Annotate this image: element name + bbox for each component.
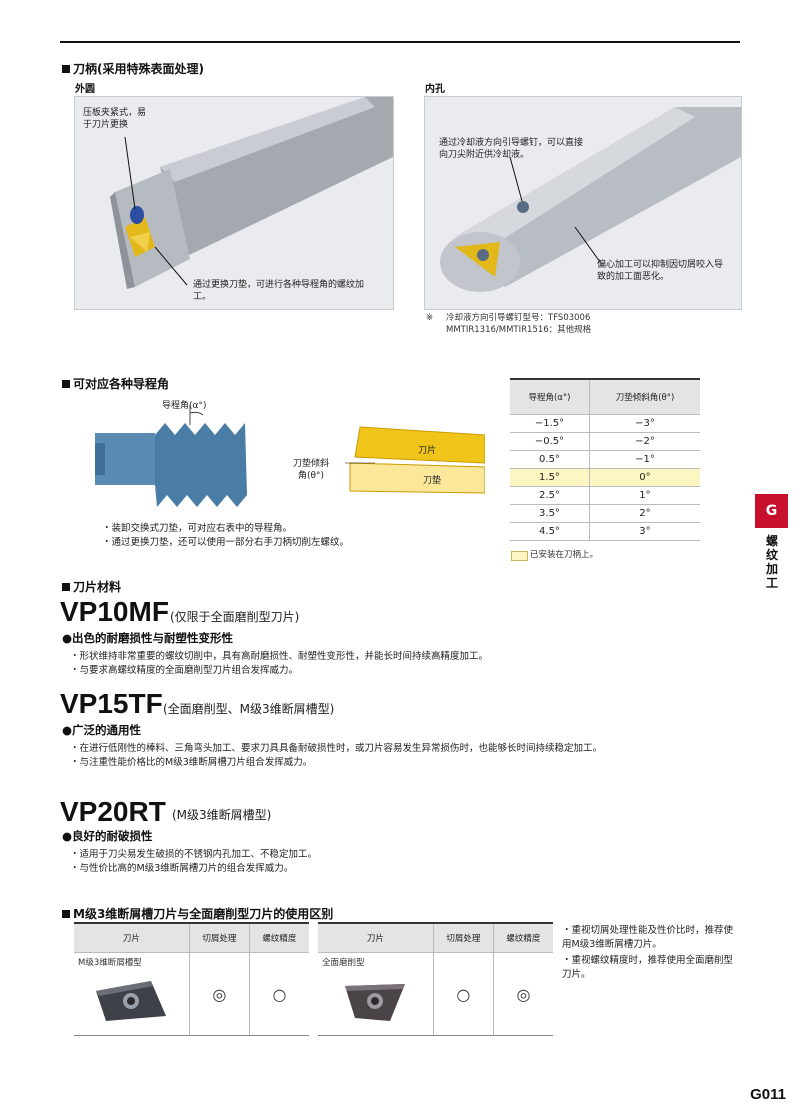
note-line-1: 冷却液方向引导螺钉型号：TFS03006 — [446, 313, 591, 323]
lead-angle-table-wrap: 导程角(α°) 刀垫倾斜角(θ°) −1.5°−3° −0.5°−2° 0.5°… — [510, 378, 700, 541]
lead-angle-table: 导程角(α°) 刀垫倾斜角(θ°) −1.5°−3° −0.5°−2° 0.5°… — [510, 380, 700, 541]
grade-feature: ●出色的耐磨损性与耐塑性变形性 — [62, 631, 234, 645]
rating: ○ — [272, 984, 287, 1004]
m-class-insert-image — [96, 980, 167, 1021]
grade-name: VP15TF — [60, 688, 163, 719]
shim-cell: −2° — [589, 432, 700, 451]
legend-swatch — [511, 551, 528, 561]
insert-type: 全面磨削型 — [322, 958, 365, 968]
section-title-usage: M级3维断屑槽刀片与全面磨削型刀片的使用区别 — [62, 905, 333, 922]
shim-cell: −1° — [589, 450, 700, 469]
section-title-lead-angle: 可对应各种导程角 — [62, 375, 169, 392]
ext-callout-top: 压板夹紧式，易于刀片更换 — [83, 108, 147, 130]
internal-holder-photo: 通过冷却液方向引导螺钉，可以直接向刀尖附近供冷却液。 偏心加工可以抑制因切屑咬入… — [424, 96, 742, 310]
chip-cell: ◎ — [189, 952, 250, 1035]
external-label: 外圆 — [75, 84, 95, 95]
thread-illustration — [95, 405, 247, 507]
usage-table-left-wrap: 刀片 切屑处理 螺纹精度 M级3维断屑槽型 ◎ ○ — [74, 922, 309, 1036]
grade-bullet: ・形状维持非常重要的螺纹切削中，具有高耐磨损性、耐塑性变形性，并能长时间持续高精… — [70, 651, 489, 662]
table-row-highlight: 1.5°0° — [510, 468, 700, 487]
header-rule — [60, 41, 740, 43]
internal-holder-illustration — [440, 107, 741, 292]
table-row: −0.5°−2° — [510, 432, 700, 451]
rating: ◎ — [212, 984, 227, 1004]
lead-bullet-2: ・通过更换刀垫，还可以使用一部分右手刀柄切削左螺纹。 — [102, 537, 350, 548]
th-lead-angle: 导程角(α°) — [510, 380, 590, 415]
external-holder-photo: 压板夹紧式，易于刀片更换 通过更换刀垫，可进行各种导程角的螺纹加工。 — [74, 96, 394, 310]
insert-cell: 全面磨削型 — [318, 952, 434, 1035]
section-tab-label: 螺纹加工 — [765, 534, 778, 590]
shim-illustration — [345, 426, 485, 494]
grade-bullet: ・与注重性能价格比的M级3维断屑槽刀片组合发挥威力。 — [70, 757, 313, 768]
usage-table-right-wrap: 刀片 切屑处理 螺纹精度 全面磨削型 ○ ◎ — [318, 922, 553, 1036]
lead-cell: 4.5° — [510, 522, 590, 541]
section-tab-g: G — [755, 494, 788, 528]
note-mark: ※ — [426, 313, 434, 323]
usage-table-left: 刀片 切屑处理 螺纹精度 M级3维断屑槽型 ◎ ○ — [74, 924, 309, 1035]
external-holder-illustration — [110, 97, 393, 289]
table-row: 2.5°1° — [510, 486, 700, 505]
lead-cell: 1.5° — [510, 468, 590, 487]
grade-feature: ●广泛的通用性 — [62, 723, 142, 737]
internal-label: 内孔 — [425, 84, 445, 95]
th-accuracy: 螺纹精度 — [249, 924, 309, 953]
section-title-holder: 刀柄(采用特殊表面处理) — [62, 60, 204, 77]
section-title-materials: 刀片材料 — [62, 578, 121, 595]
th-shim-angle: 刀垫倾斜角(θ°) — [589, 380, 700, 415]
grade-bullet: ・与要求高螺纹精度的全面磨削型刀片组合发挥威力。 — [70, 665, 299, 676]
lead-cell: −0.5° — [510, 432, 590, 451]
shim-cell: −3° — [589, 414, 700, 433]
lead-cell: −1.5° — [510, 414, 590, 433]
legend-text: 已安装在刀柄上。 — [530, 550, 599, 560]
th-chip: 切屑处理 — [189, 924, 250, 953]
int-callout-top: 通过冷却液方向引导螺钉，可以直接向刀尖附近供冷却液。 — [439, 138, 584, 160]
int-callout-bottom: 偏心加工可以抑制因切屑咬入导致的加工面恶化。 — [597, 260, 724, 282]
table-row: 0.5°−1° — [510, 450, 700, 469]
grade-feature: ●良好的耐破损性 — [62, 829, 153, 843]
ext-callout-bottom: 通过更换刀垫，可进行各种导程角的螺纹加工。 — [193, 280, 365, 302]
th-chip: 切屑处理 — [433, 924, 494, 953]
chip-cell: ○ — [433, 952, 494, 1035]
th-accuracy: 螺纹精度 — [493, 924, 553, 953]
accuracy-cell: ○ — [249, 953, 309, 1036]
grade-bullet: ・适用于刀尖易发生破损的不锈钢内孔加工、不稳定加工。 — [70, 849, 318, 860]
lead-angle-label: 导程角(α°) — [162, 401, 207, 411]
table-row: −1.5°−3° — [510, 414, 700, 433]
shim-cell: 1° — [589, 486, 700, 505]
shim-tilt-label: 刀垫倾斜角(θ°) — [292, 459, 329, 481]
table-row: 3.5°2° — [510, 504, 700, 523]
table-row: 4.5°3° — [510, 522, 700, 541]
th-insert: 刀片 — [318, 924, 434, 953]
usage-note-2: ・重视螺纹精度时，推荐使用全面磨削型刀片。 — [562, 955, 734, 980]
rating: ○ — [456, 984, 471, 1004]
note-line-2: MMTIR1316/MMTIR1516：其他规格 — [446, 325, 592, 335]
shim-cell: 2° — [589, 504, 700, 523]
grade-bullet: ・在进行低刚性的棒料、三角弯头加工、要求刀具具备耐破损性时，或刀片容易发生异常损… — [70, 743, 603, 754]
ground-insert-image — [345, 983, 406, 1021]
lead-cell: 2.5° — [510, 486, 590, 505]
accuracy-cell: ◎ — [493, 953, 553, 1036]
grade-name: VP20RT — [60, 796, 166, 827]
grade-name: VP10MF — [60, 596, 169, 627]
shim-cell: 0° — [589, 468, 700, 487]
grade-note: (全面磨削型、M级3维断屑槽型) — [163, 702, 335, 716]
rating: ◎ — [516, 984, 531, 1004]
insert-cell: M级3维断屑槽型 — [74, 952, 190, 1035]
th-insert: 刀片 — [74, 924, 190, 953]
usage-table-right: 刀片 切屑处理 螺纹精度 全面磨削型 ○ ◎ — [318, 924, 553, 1035]
usage-note-1: ・重视切屑处理性能及性价比时，推荐使用M级3维断屑槽刀片。 — [562, 925, 734, 950]
lead-cell: 0.5° — [510, 450, 590, 469]
grade-note: (M级3维断屑槽型) — [172, 808, 272, 822]
insert-label: 刀片 — [418, 446, 437, 456]
page-number: G011 — [750, 1086, 786, 1103]
grade-note: (仅限于全面磨削型刀片) — [170, 610, 300, 624]
shim-cell: 3° — [589, 522, 700, 541]
grade-bullet: ・与性价比高的M级3维断屑槽刀片的组合发挥威力。 — [70, 863, 294, 874]
shim-label: 刀垫 — [423, 476, 442, 486]
insert-type: M级3维断屑槽型 — [78, 958, 142, 968]
lead-cell: 3.5° — [510, 504, 590, 523]
lead-bullet-1: ・装卸交换式刀垫，可对应右表中的导程角。 — [102, 523, 293, 534]
